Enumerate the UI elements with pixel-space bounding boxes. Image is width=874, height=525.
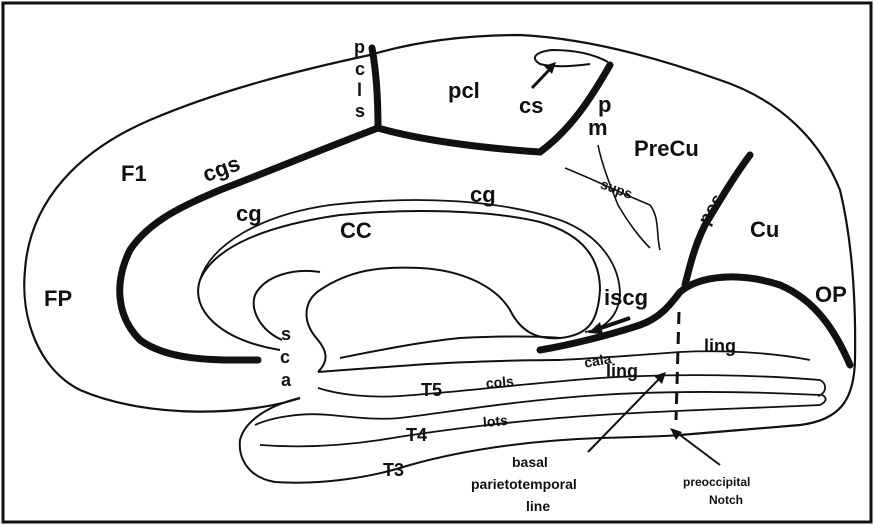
label-t5: T5 [421, 380, 442, 400]
t4-lower-line [260, 395, 826, 446]
t5-line [318, 375, 825, 397]
brainstem-cut [318, 337, 560, 373]
label-fp: FP [44, 286, 72, 311]
parieto-occipital-sulcus [685, 155, 750, 285]
label-ling-lower: ling [606, 361, 638, 381]
label-pcls-p: p [354, 37, 365, 57]
label-pcls-s: s [355, 101, 365, 121]
label-cu: Cu [750, 217, 779, 242]
label-basal-1: basal [512, 454, 548, 470]
label-basal-3: line [526, 498, 550, 514]
label-t4: T4 [406, 425, 427, 445]
label-ling-upper: ling [704, 336, 736, 356]
preoccipital-dashed-line [676, 312, 679, 420]
frame-border [3, 3, 871, 522]
label-pcl: pcl [448, 78, 480, 103]
central-sulcus-hook [535, 50, 608, 66]
label-cc: CC [340, 218, 372, 243]
label-pm-m: m [588, 115, 608, 140]
paracentral-sulcus [372, 48, 378, 128]
label-iscg: iscg [604, 285, 648, 310]
label-sca-a: a [281, 370, 292, 390]
label-cols: cols [485, 373, 515, 391]
label-sups: sups [598, 176, 634, 202]
label-sca-s: s [281, 324, 291, 344]
label-f1: F1 [121, 161, 147, 186]
label-preoccipital-2: Notch [709, 493, 743, 507]
label-lots: lots [482, 412, 508, 430]
label-basal-2: parietotemporal [471, 476, 577, 492]
label-pm-p: p [598, 92, 611, 117]
label-preoccipital-1: preoccipital [683, 475, 750, 489]
label-cg-left: cg [236, 201, 262, 226]
label-cs: cs [519, 93, 543, 118]
cingulate-gyrus-outline [200, 200, 620, 332]
label-cg-right: cg [470, 182, 496, 207]
label-t3: T3 [383, 460, 404, 480]
label-op: OP [815, 282, 847, 307]
label-precu: PreCu [634, 136, 699, 161]
label-pcls-l: l [357, 80, 362, 100]
label-pcls-c: c [355, 59, 365, 79]
label-sca-c: c [280, 347, 290, 367]
